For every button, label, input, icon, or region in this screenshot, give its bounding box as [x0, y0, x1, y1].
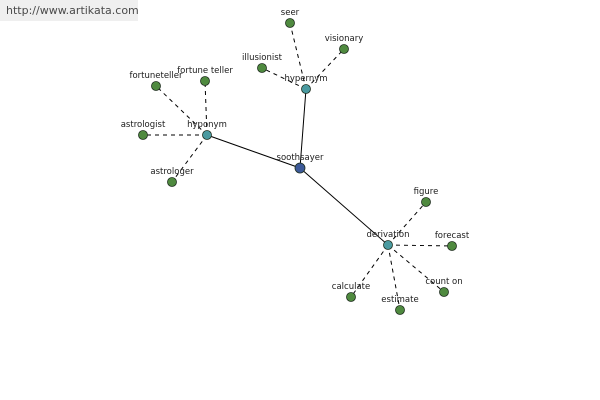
leaf-node-figure[interactable]: [421, 197, 431, 207]
relation-node-hyponym[interactable]: [202, 130, 212, 140]
relation-node-derivation[interactable]: [383, 240, 393, 250]
leaf-label-astrologer[interactable]: astrologer: [150, 167, 194, 177]
leaf-node-seer[interactable]: [285, 18, 295, 28]
edge-hypernym-seer: [289, 22, 307, 90]
edge-layer: [143, 22, 453, 311]
leaf-node-forecast[interactable]: [447, 241, 457, 251]
edge-derivation-calculate: [350, 244, 389, 298]
leaf-label-seer[interactable]: seer: [281, 8, 300, 18]
edge-derivation-estimate: [387, 244, 401, 311]
edge-hyponym-fortune-teller: [204, 80, 208, 136]
leaf-label-figure[interactable]: figure: [414, 187, 439, 197]
leaf-node-astrologer[interactable]: [167, 177, 177, 187]
leaf-label-estimate[interactable]: estimate: [381, 295, 418, 305]
edge-soothsayer-hyponym: [206, 134, 301, 169]
site-url[interactable]: http://www.artikata.com: [0, 0, 139, 21]
edge-hypernym-illusionist: [261, 67, 307, 90]
leaf-label-count-on[interactable]: count on: [425, 277, 462, 287]
relation-label-hyponym[interactable]: hyponym: [187, 120, 227, 130]
leaf-label-illusionist[interactable]: illusionist: [242, 53, 283, 63]
label-layer: seervisionaryillusionistfortunetellerfor…: [121, 8, 470, 305]
leaf-label-fortuneteller[interactable]: fortuneteller: [129, 71, 183, 81]
leaf-node-visionary[interactable]: [339, 44, 349, 54]
edge-hypernym-visionary: [305, 48, 345, 90]
center-label-soothsayer[interactable]: soothsayer: [277, 153, 324, 163]
leaf-label-fortune-teller[interactable]: fortune teller: [177, 66, 233, 76]
center-node-soothsayer[interactable]: [294, 162, 306, 174]
relation-label-hypernym[interactable]: hypernym: [284, 74, 327, 84]
edge-hyponym-astrologer: [171, 134, 208, 183]
relation-label-derivation[interactable]: derivation: [366, 230, 409, 240]
leaf-node-calculate[interactable]: [346, 292, 356, 302]
node-layer: [138, 18, 457, 315]
leaf-node-illusionist[interactable]: [257, 63, 267, 73]
leaf-node-fortune-teller[interactable]: [200, 76, 210, 86]
edge-derivation-figure: [387, 201, 427, 246]
relation-node-hypernym[interactable]: [301, 84, 311, 94]
edge-soothsayer-hypernym: [299, 88, 307, 169]
leaf-label-forecast[interactable]: forecast: [435, 231, 470, 241]
edge-derivation-forecast: [387, 244, 453, 247]
leaf-label-visionary[interactable]: visionary: [325, 34, 364, 44]
edge-soothsayer-derivation: [299, 167, 389, 246]
leaf-label-astrologist[interactable]: astrologist: [121, 120, 166, 130]
edge-hyponym-fortuneteller: [155, 85, 208, 136]
leaf-node-count-on[interactable]: [439, 287, 449, 297]
leaf-label-calculate[interactable]: calculate: [332, 282, 370, 292]
leaf-node-estimate[interactable]: [395, 305, 405, 315]
leaf-node-fortuneteller[interactable]: [151, 81, 161, 91]
leaf-node-astrologist[interactable]: [138, 130, 148, 140]
